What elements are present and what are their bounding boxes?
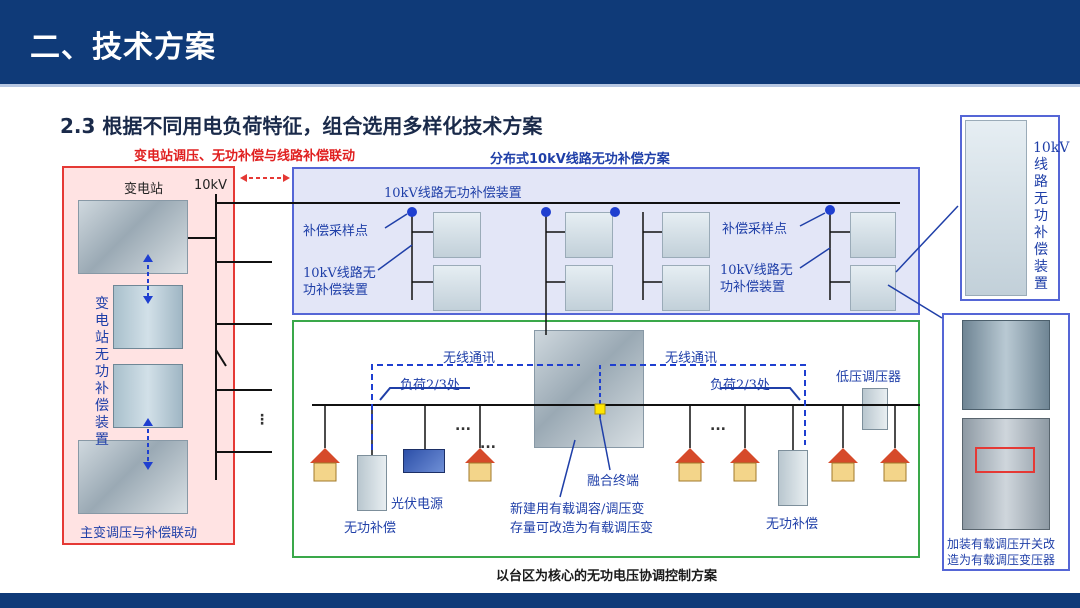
linkage-arrow-left-head bbox=[240, 174, 247, 182]
low-voltage-regulator-box bbox=[862, 388, 888, 430]
linkage-arrow-bottom-head-b bbox=[143, 462, 153, 470]
transformer-photo-bottom bbox=[962, 418, 1050, 530]
linkage-arrow-top-head-a bbox=[143, 254, 153, 262]
substation-compensation-label: 变电站无功补偿装置 bbox=[95, 296, 109, 448]
transformer-linkage-label: 主变调压与补偿联动 bbox=[80, 526, 198, 541]
low-voltage-regulator-label: 低压调压器 bbox=[836, 370, 902, 385]
wireless-link-left bbox=[371, 364, 580, 450]
compensation-cabinet-bottom bbox=[113, 364, 183, 428]
feeder-ellipsis: ⋮ bbox=[255, 412, 269, 428]
line-device-photo-3a bbox=[662, 212, 710, 258]
line-device-left-label-1: 10kV线路无 bbox=[303, 266, 376, 281]
substation-label: 变电站 bbox=[124, 182, 164, 197]
line-device-label: 10kV线路无功补偿装置 bbox=[384, 186, 522, 201]
fusion-terminal-photo bbox=[534, 330, 644, 448]
fusion-terminal-label: 融合终端 bbox=[587, 474, 640, 489]
line-device-photo-2b bbox=[565, 265, 613, 311]
line-device-right-label-1: 10kV线路无 bbox=[720, 263, 793, 278]
transformer-photo-top bbox=[962, 320, 1050, 410]
linkage-arrow-bottom-head-a bbox=[143, 418, 153, 426]
load-left-label: 负荷2/3处 bbox=[400, 378, 460, 393]
new-build-pointer bbox=[559, 439, 576, 498]
transformer-label-2: 造为有载调压变压器 bbox=[947, 553, 1056, 567]
line-device-photo-1b bbox=[433, 265, 481, 311]
line-device-left-label-2: 功补偿装置 bbox=[303, 283, 369, 298]
wireless-right-label: 无线通讯 bbox=[665, 351, 718, 366]
load-ellipsis-1: ... bbox=[455, 418, 471, 434]
tap-changer-highlight bbox=[975, 447, 1035, 473]
transformer-callout-line bbox=[887, 284, 943, 319]
reactive-compensator-right bbox=[778, 450, 808, 506]
reactive-right-label: 无功补偿 bbox=[766, 517, 819, 532]
house-1 bbox=[310, 448, 340, 482]
section-subtitle: 2.3 根据不同用电负荷特征，组合选用多样化技术方案 bbox=[60, 114, 543, 138]
line-device-right-label-2: 功补偿装置 bbox=[720, 280, 786, 295]
pv-source-label: 光伏电源 bbox=[391, 497, 444, 512]
house-4 bbox=[730, 448, 760, 482]
linkage-arrow-right-head bbox=[283, 174, 290, 182]
load-ellipsis-3: ... bbox=[480, 436, 496, 452]
device-arrow-left bbox=[377, 244, 413, 271]
fusion-terminal-marker bbox=[594, 403, 606, 415]
sample-arrow-left bbox=[384, 213, 408, 229]
pole-device-photo bbox=[965, 120, 1027, 296]
reactive-left-label: 无功补偿 bbox=[344, 521, 397, 536]
house-6 bbox=[880, 448, 910, 482]
main-transformer-photo-bottom bbox=[78, 440, 188, 514]
line-device-photo-4a bbox=[850, 212, 896, 258]
page-title: 二、技术方案 bbox=[30, 30, 216, 65]
main-transformer-photo-top bbox=[78, 200, 188, 274]
node-4 bbox=[825, 205, 835, 215]
wireless-left-label: 无线通讯 bbox=[443, 351, 496, 366]
line-device-photo-4b bbox=[850, 265, 896, 311]
new-build-label-1: 新建用有载调容/调压变 bbox=[510, 502, 645, 517]
footer-bar bbox=[0, 593, 1080, 608]
line-panel-caption: 分布式10kV线路无功补偿方案 bbox=[490, 152, 670, 167]
load-arrow-right bbox=[720, 387, 801, 401]
fusion-terminal-pointer bbox=[599, 417, 611, 471]
pole-callout-line bbox=[895, 205, 959, 273]
sample-point-right-label: 补偿采样点 bbox=[722, 222, 788, 237]
line-device-photo-3b bbox=[662, 265, 710, 311]
substation-panel-caption: 变电站调压、无功补偿与线路补偿联动 bbox=[134, 149, 356, 164]
node-1 bbox=[407, 207, 417, 217]
header-bar bbox=[0, 0, 1080, 84]
sample-arrow-right bbox=[799, 212, 826, 227]
load-ellipsis-2: ... bbox=[710, 418, 726, 434]
load-right-label: 负荷2/3处 bbox=[710, 378, 770, 393]
sample-point-left-label: 补偿采样点 bbox=[303, 224, 369, 239]
linkage-arrow-top-head-b bbox=[143, 296, 153, 304]
house-3 bbox=[675, 448, 705, 482]
new-build-label-2: 存量可改造为有载调压变 bbox=[510, 521, 654, 536]
transformer-label-1: 加装有载调压开关改 bbox=[947, 537, 1056, 551]
wireless-link-right bbox=[610, 364, 806, 445]
node-3 bbox=[610, 207, 620, 217]
line-device-photo-1a bbox=[433, 212, 481, 258]
header-divider bbox=[0, 84, 1080, 87]
bus-switch bbox=[215, 349, 227, 367]
load-arrow-left bbox=[379, 387, 470, 401]
solar-panel bbox=[403, 449, 445, 473]
node-2 bbox=[541, 207, 551, 217]
reactive-compensator-left bbox=[357, 455, 387, 511]
device-arrow-right bbox=[799, 247, 831, 269]
house-2 bbox=[465, 448, 495, 482]
voltage-label: 10kV bbox=[194, 178, 227, 193]
line-device-photo-2a bbox=[565, 212, 613, 258]
house-5 bbox=[828, 448, 858, 482]
area-panel-caption: 以台区为核心的无功电压协调控制方案 bbox=[496, 569, 718, 584]
